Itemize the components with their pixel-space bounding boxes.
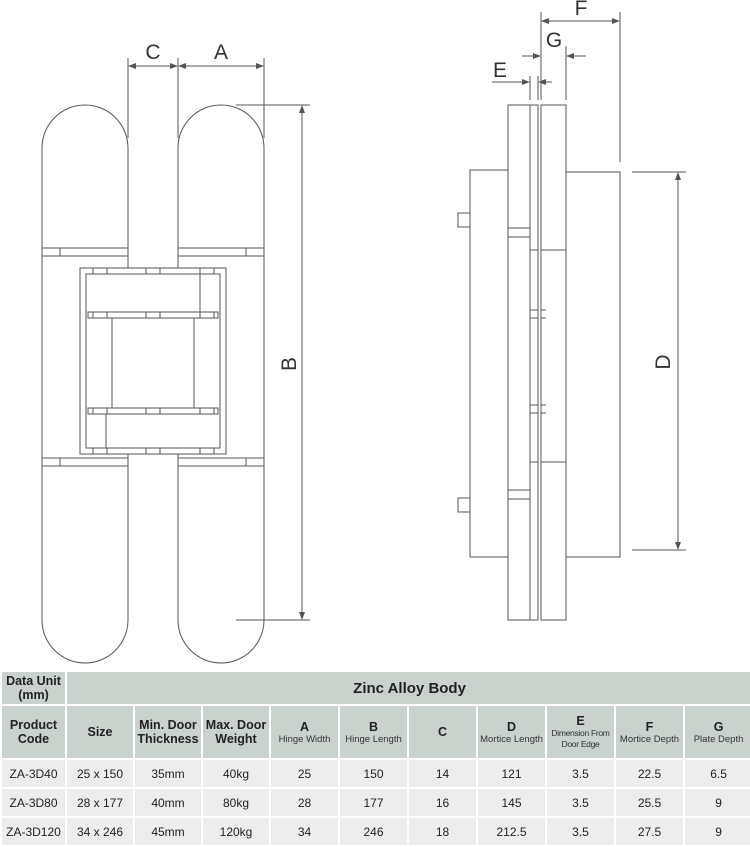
cell-c: 16	[409, 789, 476, 816]
cell-b: 177	[340, 789, 407, 816]
cell-g: 9	[685, 789, 750, 816]
side-view	[457, 104, 621, 621]
cell-size: 28 x 177	[67, 789, 133, 816]
left-hinge-leaf	[41, 104, 129, 664]
side-step-tab-top	[457, 212, 471, 228]
dim-label-d: D	[652, 354, 675, 369]
data-unit-header: Data Unit (mm)	[2, 672, 65, 704]
side-body-front	[565, 171, 621, 558]
cell-thickness: 35mm	[135, 760, 201, 787]
cell-f: 25.5	[616, 789, 683, 816]
cell-d: 121	[478, 760, 545, 787]
table-row: ZA-3D40 25 x 150 35mm 40kg 25 150 14 121…	[2, 760, 750, 787]
side-dimensions	[492, 12, 686, 551]
body-title-header: Zinc Alloy Body	[67, 672, 750, 704]
cell-e: 3.5	[547, 789, 614, 816]
column-header-row: Product Code Size Min. Door Thickness Ma…	[2, 706, 750, 758]
cell-a: 28	[271, 789, 338, 816]
dim-label-g: G	[546, 29, 562, 52]
dim-label-c: C	[145, 41, 160, 64]
cell-weight: 40kg	[203, 760, 269, 787]
dim-label-b: B	[278, 357, 301, 371]
cell-e: 3.5	[547, 760, 614, 787]
front-dimensions	[127, 58, 310, 621]
col-header-min-door-thickness: Min. Door Thickness	[135, 706, 201, 758]
cell-size: 25 x 150	[67, 760, 133, 787]
cell-a: 25	[271, 760, 338, 787]
cell-weight: 80kg	[203, 789, 269, 816]
side-step-tab-bottom	[457, 497, 471, 513]
dim-label-e: E	[493, 59, 507, 82]
cell-code: ZA-3D40	[2, 760, 65, 787]
side-leaf-left	[507, 104, 531, 621]
cell-c: 14	[409, 760, 476, 787]
cell-g: 6.5	[685, 760, 750, 787]
right-hinge-leaf	[177, 104, 265, 664]
dim-label-f: F	[575, 0, 588, 20]
spec-table: Data Unit (mm) Zinc Alloy Body Product C…	[0, 670, 750, 847]
col-header-size: Size	[67, 706, 133, 758]
dim-label-a: A	[214, 41, 228, 64]
col-header-max-door-weight: Max. Door Weight	[203, 706, 269, 758]
hinge-technical-drawing: C A B	[41, 0, 686, 664]
side-leaf-right	[540, 104, 567, 621]
cell-thickness: 40mm	[135, 789, 201, 816]
table-row: ZA-3D80 28 x 177 40mm 80kg 28 177 16 145…	[2, 789, 750, 816]
cell-b: 150	[340, 760, 407, 787]
cell-code: ZA-3D80	[2, 789, 65, 816]
col-header-product-code: Product Code	[2, 706, 65, 758]
cell-f: 22.5	[616, 760, 683, 787]
cell-d: 145	[478, 789, 545, 816]
pivot-mechanism	[79, 267, 227, 455]
col-header-c: C	[409, 706, 476, 758]
front-view	[41, 104, 265, 664]
